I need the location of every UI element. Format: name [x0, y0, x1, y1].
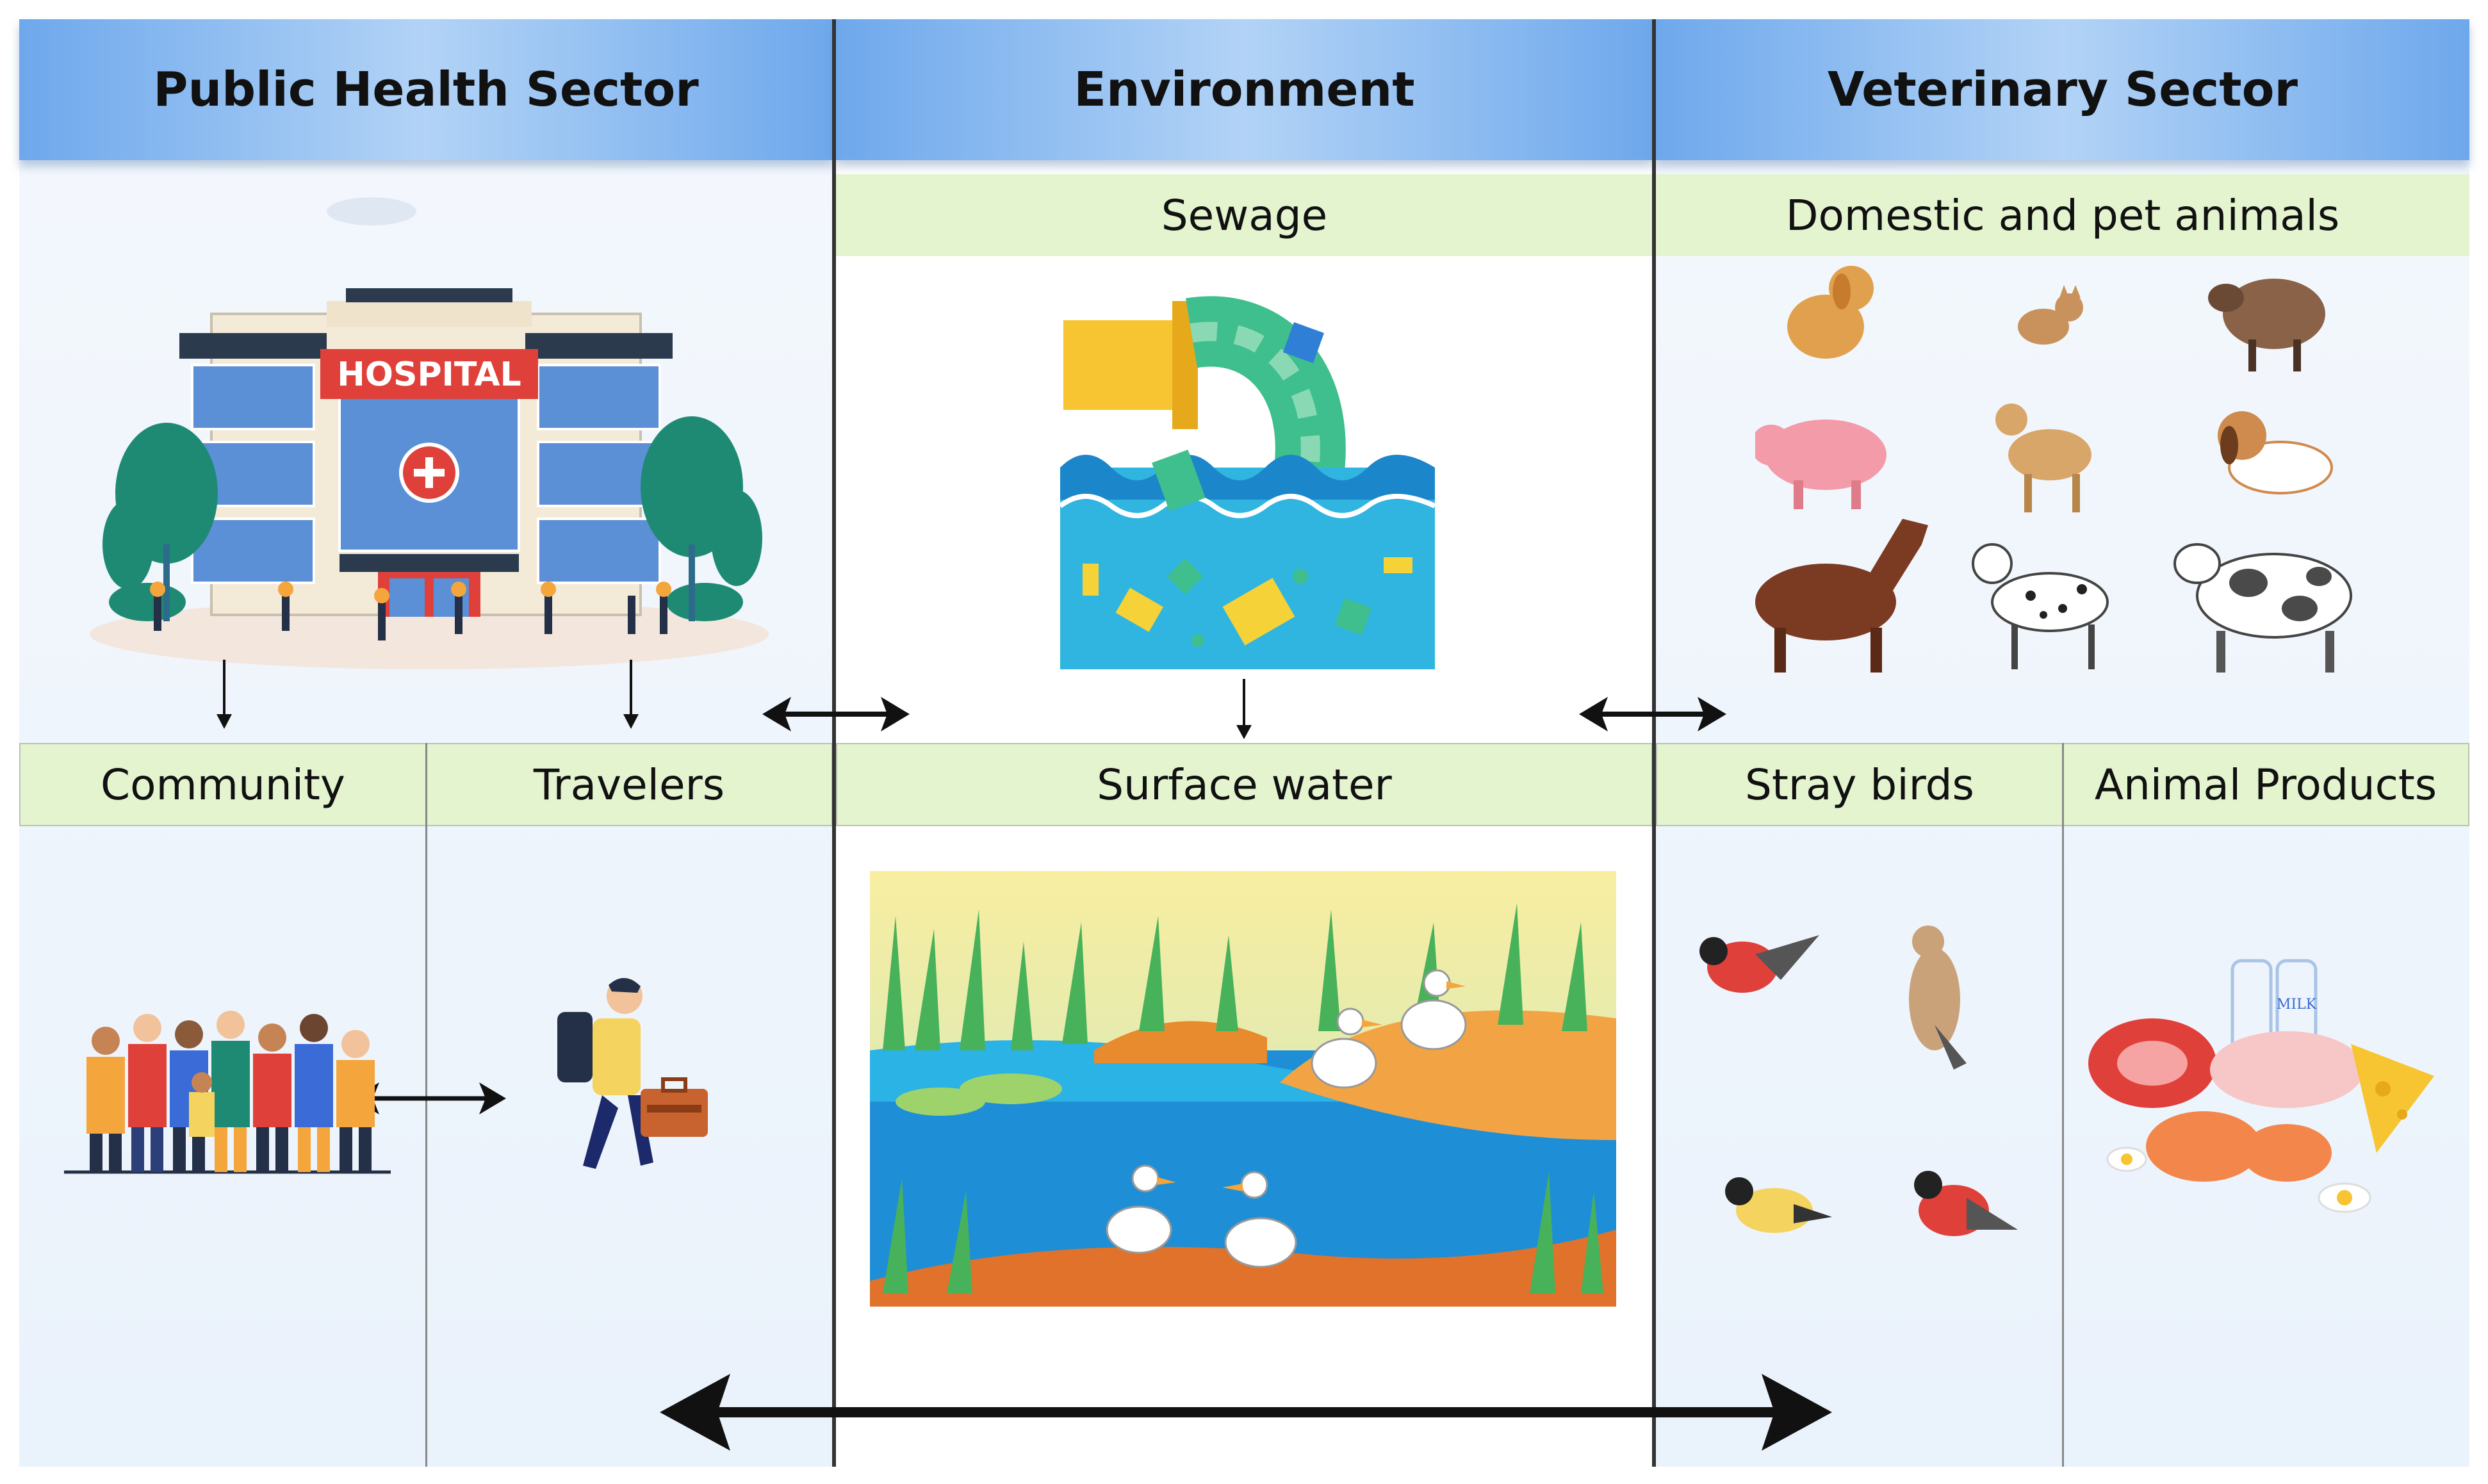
goat-icon: [1995, 404, 2091, 512]
divider-right: [1652, 19, 1656, 1467]
waxwing-icon: [1909, 925, 1967, 1070]
hospital-illustration: HOSPITAL: [90, 197, 769, 669]
fish-steak-icon: [2146, 1111, 2332, 1182]
veterinary-title: Veterinary Sector: [1827, 62, 2298, 117]
environment-title: Environment: [1074, 62, 1415, 117]
environment-header: Environment: [836, 19, 1653, 160]
travelers-label: Travelers: [425, 743, 833, 826]
arrow-to-surface-water: [1236, 679, 1252, 739]
arrow-bottom-all-sectors: [660, 1374, 1832, 1451]
pig-icon: [1755, 420, 1886, 509]
veterinary-header: Veterinary Sector: [1656, 19, 2469, 160]
sheep-icon: [2208, 279, 2325, 371]
sewage-illustration: [1058, 296, 1436, 669]
arrow-environment-veterinary: [1579, 697, 1726, 731]
meat-icon: [2088, 1018, 2364, 1108]
community-illustration: [64, 1011, 391, 1174]
dog-icon: [1787, 266, 1874, 359]
surface-water-label: Surface water: [836, 743, 1653, 826]
public-health-title: Public Health Sector: [153, 62, 699, 117]
stray-birds-label: Stray birds: [1656, 743, 2063, 826]
domestic-animals-illustration: [1755, 266, 2352, 673]
sub-divider-right: [2062, 743, 2064, 1467]
cat-icon: [2018, 285, 2083, 345]
community-label: Community: [19, 743, 427, 826]
horse-icon: [1755, 519, 1928, 673]
sub-divider-left: [425, 743, 427, 1467]
cow-icon: [2173, 543, 2352, 673]
animal-products-illustration: MILK: [2088, 959, 2434, 1213]
stray-birds-illustration: [1699, 925, 2018, 1236]
bullfinch-2-icon: [1914, 1171, 2018, 1236]
great-tit-icon: [1725, 1177, 1832, 1233]
hospital-sign-text: HOSPITAL: [337, 355, 521, 394]
traveler-illustration: [557, 977, 708, 1169]
surface-water-illustration: [870, 871, 1616, 1307]
cheese-icon: [2351, 1044, 2434, 1153]
arrow-to-community: [217, 660, 232, 729]
arrow-to-travelers: [623, 660, 639, 729]
milk-label-text: MILK: [2277, 997, 2317, 1013]
sewage-label: Sewage: [836, 174, 1653, 256]
divider-left: [832, 19, 836, 1467]
beagle-icon: [2218, 411, 2333, 494]
arrow-health-environment: [762, 697, 910, 731]
milk-bottle-icon: MILK: [2230, 959, 2318, 1052]
dalmatian-icon: [1972, 543, 2109, 669]
public-health-header: Public Health Sector: [19, 19, 833, 160]
bullfinch-icon: [1699, 935, 1819, 993]
domestic-animals-label: Domestic and pet animals: [1656, 174, 2469, 256]
animal-products-label: Animal Products: [2062, 743, 2469, 826]
